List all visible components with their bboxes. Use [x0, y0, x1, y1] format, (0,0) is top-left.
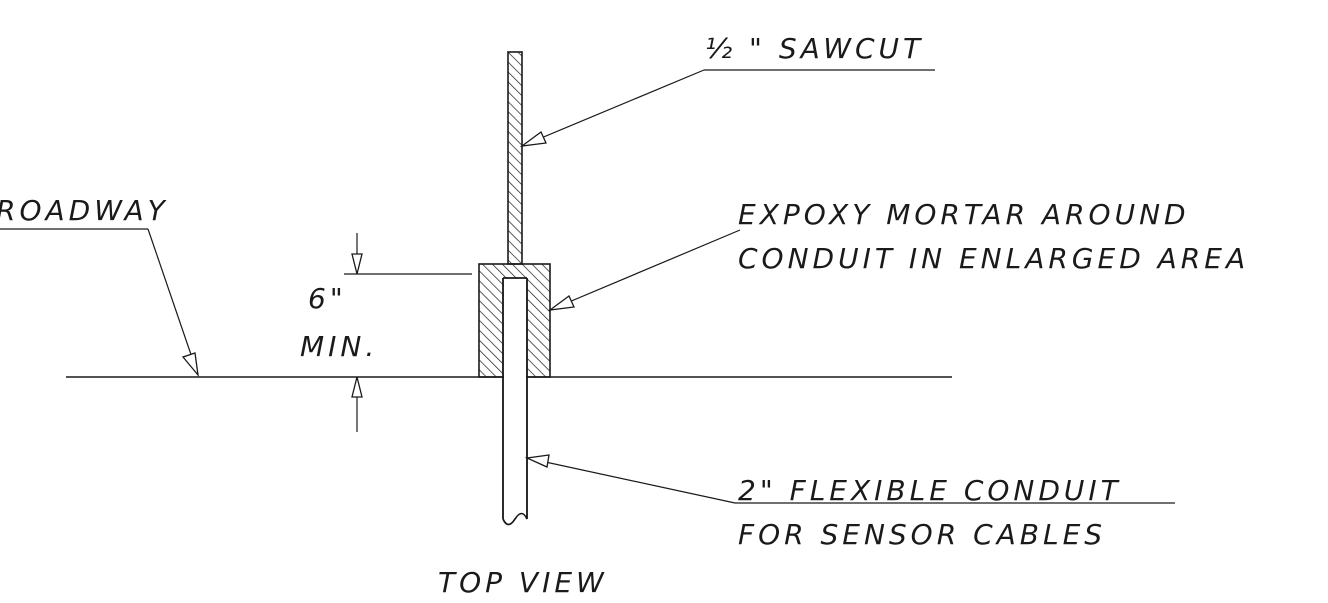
mortar-leader — [547, 229, 741, 311]
mortar-label-line1: EXPOXY MORTAR AROUND — [738, 198, 1190, 231]
conduit-label-line2: FOR SENSOR CABLES — [738, 518, 1106, 551]
dimension-value: 6" — [308, 282, 347, 315]
view-title: TOP VIEW — [438, 566, 608, 599]
dimension-min-label: MIN. — [300, 330, 378, 363]
roadway-label: ROADWAY — [0, 194, 169, 227]
sawcut-leader — [519, 69, 935, 147]
conduit-label-line1: 2" FLEXIBLE CONDUIT — [738, 474, 1122, 507]
dimension-6in-min — [344, 233, 472, 432]
mortar-label-line2: CONDUIT IN ENLARGED AREA — [738, 242, 1249, 275]
sawcut-label: ½ " SAWCUT — [705, 32, 924, 65]
roadway-leader — [0, 228, 199, 378]
conduit-leader — [524, 454, 1175, 504]
sawcut-slot — [507, 51, 523, 265]
